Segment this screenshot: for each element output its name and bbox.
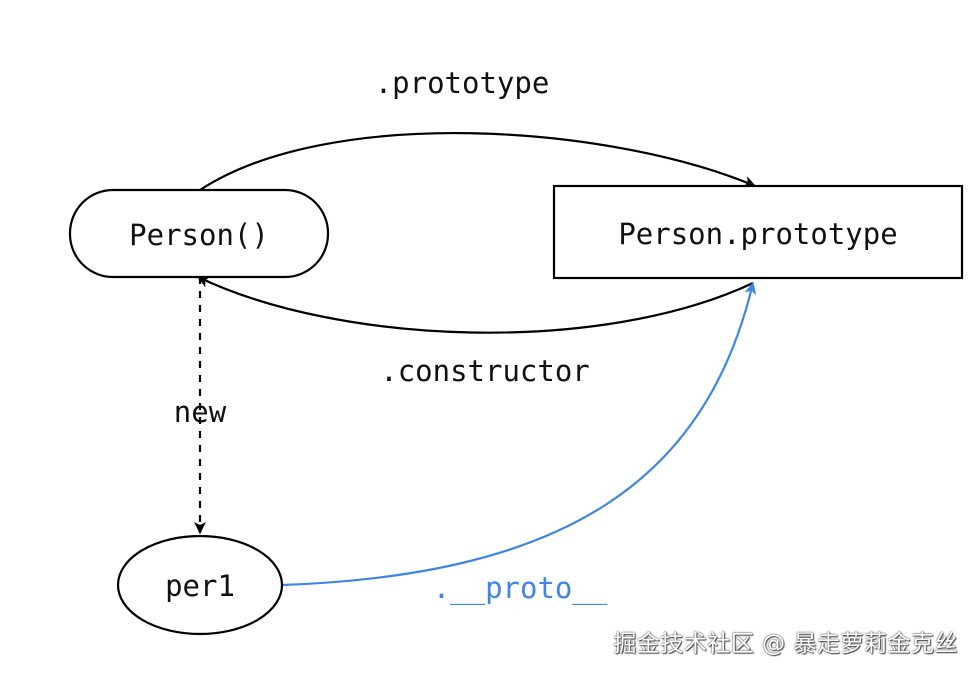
proto-edge [281, 282, 757, 587]
constructor-edge [197, 276, 754, 334]
proto-edge-label: .__proto__ [433, 571, 608, 606]
watermark-text: 掘金技术社区 @ 暴走萝莉金克丝 [613, 631, 958, 657]
person-prototype-label: Person.prototype [618, 217, 897, 251]
prototype-edge-label: .prototype [375, 66, 550, 100]
person-prototype-node: Person.prototype [552, 184, 964, 280]
person-constructor-label: Person() [129, 218, 269, 252]
person-constructor-node: Person() [68, 188, 330, 279]
constructor-edge-label: .constructor [380, 354, 590, 388]
instance-label: per1 [165, 569, 235, 603]
new-edge-label: new [174, 395, 227, 429]
instance-node: per1 [116, 534, 284, 636]
prototype-edge [199, 131, 756, 191]
